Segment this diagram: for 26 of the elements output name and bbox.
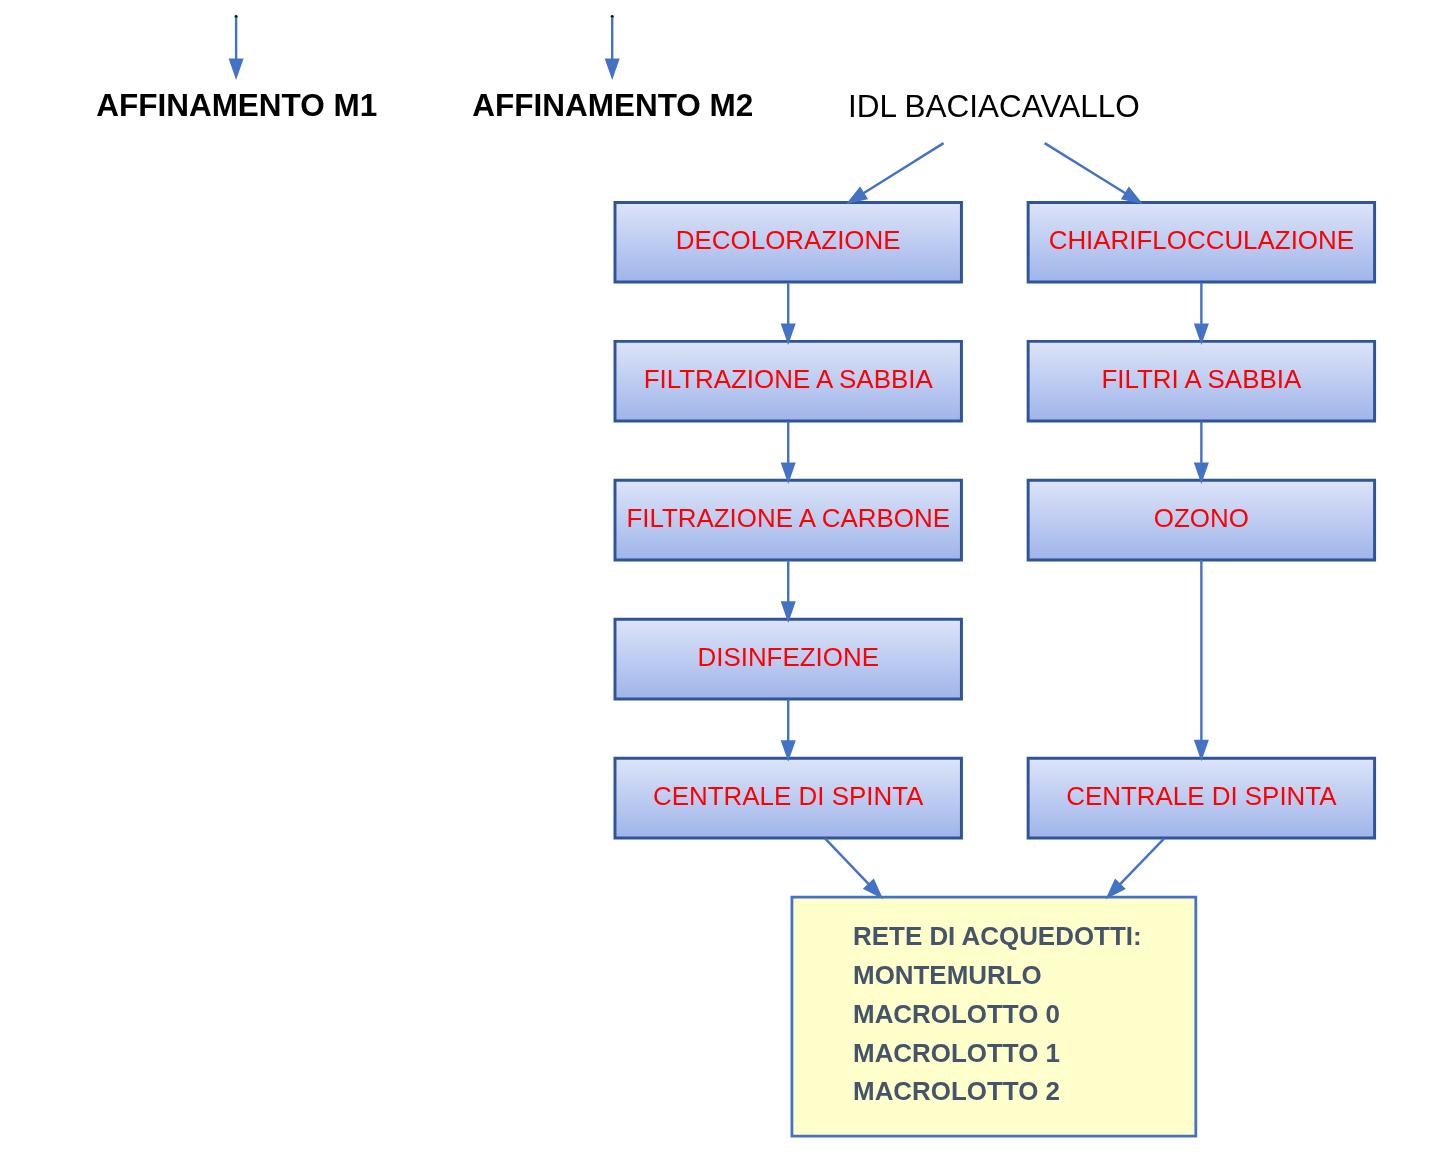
arrow bbox=[1193, 560, 1209, 762]
node-text: IDL BACIACAVALLO bbox=[847, 88, 1140, 125]
arrow bbox=[604, 17, 620, 80]
node-box: OZONO bbox=[1026, 478, 1376, 562]
arrow bbox=[780, 421, 796, 484]
arrow bbox=[780, 560, 796, 623]
arrow bbox=[228, 17, 244, 80]
arrow bbox=[823, 837, 883, 900]
node-box: CENTRALE DI SPINTA bbox=[613, 756, 963, 840]
node-box: CHIARIFLOCCULAZIONE bbox=[1026, 200, 1376, 284]
node-box: FILTRAZIONE A SABBIA bbox=[613, 339, 963, 423]
node-text: AFFINAMENTO M1 bbox=[95, 86, 377, 123]
node-box: RETE DI ACQUEDOTTI: MONTEMURLO MACROLOTTO 0 MACROLOTTO 1 MACROLOTTO 2 bbox=[790, 895, 1197, 1138]
arrow bbox=[1193, 421, 1209, 484]
arrow bbox=[780, 699, 796, 762]
node-text: AFFINAMENTO M2 bbox=[471, 86, 753, 123]
arrow bbox=[780, 282, 796, 345]
node-box: CENTRALE DI SPINTA bbox=[1026, 756, 1376, 840]
arrow bbox=[845, 142, 944, 205]
node-box: DECOLORAZIONE bbox=[613, 200, 963, 284]
node-box: DISINFEZIONE bbox=[613, 617, 963, 701]
node-box: FILTRI A SABBIA bbox=[1026, 339, 1376, 423]
arrow bbox=[1105, 837, 1165, 900]
node-box: FILTRAZIONE A CARBONE bbox=[613, 478, 963, 562]
arrow bbox=[1043, 142, 1143, 205]
arrow bbox=[1193, 282, 1209, 345]
